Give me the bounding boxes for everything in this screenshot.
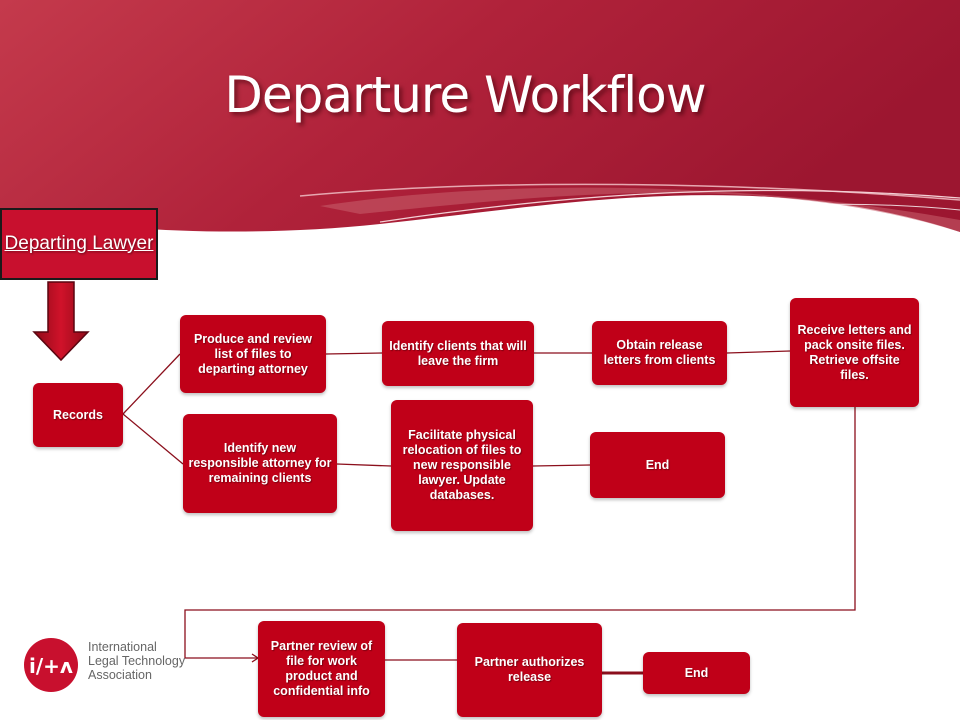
connector-identifynew-facilitate [336, 463, 392, 467]
page-title: Departure Workflow [224, 66, 706, 124]
node-obtain-letters: Obtain release letters from clients [592, 321, 727, 385]
logo-line-2: Legal Technology [88, 654, 186, 668]
connector-records-identify-new [122, 413, 184, 465]
header-banner [0, 0, 960, 232]
down-arrow-icon [32, 281, 90, 362]
node-records: Records [33, 383, 123, 447]
node-end-1: End [590, 432, 725, 498]
logo-text: International Legal Technology Associati… [88, 640, 185, 682]
node-facilitate-relocation: Facilitate physical relocation of files … [391, 400, 533, 531]
connector-records-produce [122, 353, 181, 415]
node-end-2: End [643, 652, 750, 694]
actor-label: Departing Lawyer [4, 233, 154, 254]
node-produce-list: Produce and review list of files to depa… [180, 315, 326, 393]
connector-produce-identify [325, 352, 383, 355]
connector-obtain-receive [726, 350, 791, 354]
connector-facilitate-end [532, 464, 591, 467]
logo-line-3: Association [88, 668, 152, 682]
connector-receive-partner [184, 407, 856, 659]
node-receive-letters: Receive letters and pack onsite files. R… [790, 298, 919, 407]
iltta-logo: i/+ʌ [24, 638, 78, 692]
node-identify-clients: Identify clients that will leave the fir… [382, 321, 534, 386]
node-identify-new-attorney: Identify new responsible attorney for re… [183, 414, 337, 513]
logo-line-1: International [88, 640, 157, 654]
logo-mark: i/+ʌ [29, 654, 73, 678]
node-partner-authorizes: Partner authorizes release [457, 623, 602, 717]
actor-departing-lawyer: Departing Lawyer [0, 208, 158, 280]
node-partner-review: Partner review of file for work product … [258, 621, 385, 717]
